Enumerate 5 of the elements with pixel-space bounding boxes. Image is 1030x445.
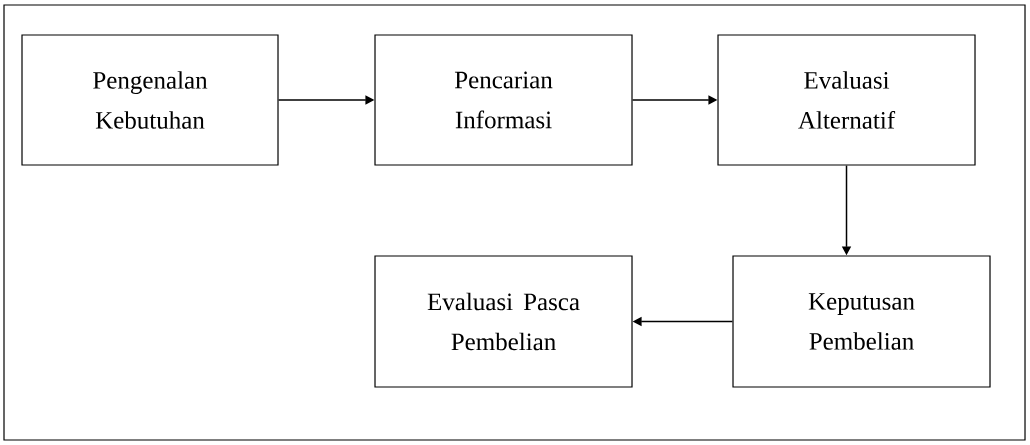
process-box: Evaluasi Alternatif bbox=[717, 34, 976, 166]
process-box: Keputusan Pembelian bbox=[732, 255, 991, 388]
process-box: Evaluasi Pasca Pembelian bbox=[374, 255, 633, 388]
process-box: Pengenalan Kebutuhan bbox=[21, 34, 279, 166]
process-box: Pencarian Informasi bbox=[374, 34, 633, 166]
